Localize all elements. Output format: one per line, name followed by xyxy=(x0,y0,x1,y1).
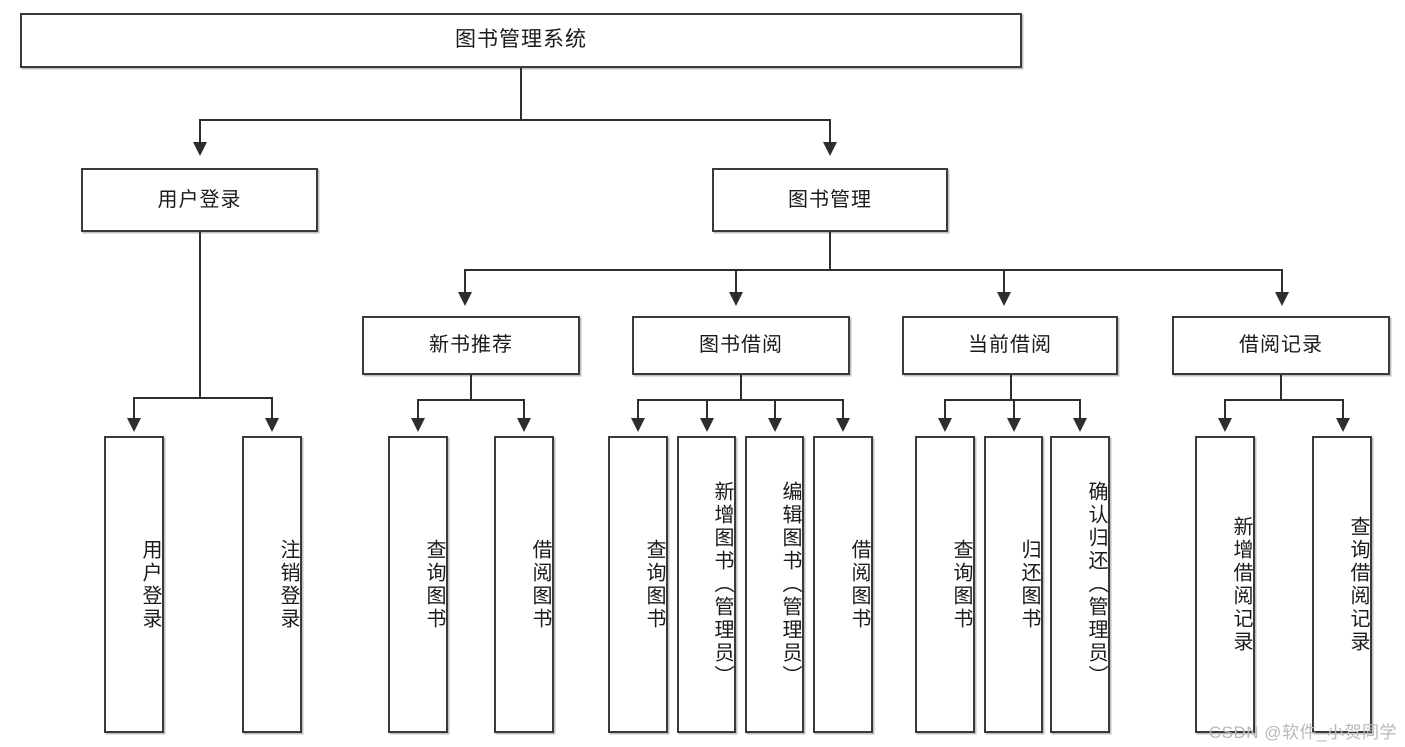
arrow-borrowrecord-leaf-1 xyxy=(1218,418,1232,432)
node-root-system[interactable]: 图书管理系统 xyxy=(20,13,1022,68)
node-label: 借阅图书 xyxy=(848,538,870,631)
node-label: 图书借阅 xyxy=(699,334,783,356)
arrow-bookborrow-leaf-2 xyxy=(700,418,714,432)
arrow-level3-3 xyxy=(997,292,1011,306)
connector-user-login-stem xyxy=(199,232,201,398)
node-borrow-record[interactable]: 借阅记录 xyxy=(1172,316,1390,375)
node-label: 用户登录 xyxy=(139,538,161,631)
arrow-bookborrow-leaf-3 xyxy=(768,418,782,432)
node-label: 新增借阅记录 xyxy=(1230,515,1252,654)
leaf-user-login-2[interactable]: 注销登录 xyxy=(242,436,302,733)
connector-newbook-drop-1 xyxy=(417,399,419,419)
arrow-borrowrecord-leaf-2 xyxy=(1336,418,1350,432)
node-new-book-recommend[interactable]: 新书推荐 xyxy=(362,316,580,375)
connector-to-user-login xyxy=(199,119,201,144)
arrow-level3-1 xyxy=(458,292,472,306)
arrow-to-user-login xyxy=(193,142,207,156)
leaf-current-borrow-2[interactable]: 归还图书 xyxy=(984,436,1043,733)
connector-level3-drop-3 xyxy=(1003,269,1005,294)
arrow-currentborrow-leaf-1 xyxy=(938,418,952,432)
node-label: 编辑图书（管理员） xyxy=(779,481,801,688)
connector-currentborrow-drop-1 xyxy=(944,399,946,419)
connector-root-bus xyxy=(199,119,831,121)
leaf-borrow-record-2[interactable]: 查询借阅记录 xyxy=(1312,436,1372,733)
node-current-borrow[interactable]: 当前借阅 xyxy=(902,316,1118,375)
arrow-currentborrow-leaf-3 xyxy=(1073,418,1087,432)
connector-user-login-drop-1 xyxy=(133,397,135,419)
connector-newbook-stem xyxy=(470,375,472,400)
node-book-borrow[interactable]: 图书借阅 xyxy=(632,316,850,375)
leaf-book-borrow-3[interactable]: 编辑图书（管理员） xyxy=(745,436,804,733)
connector-book-mgmt-stem xyxy=(829,232,831,270)
connector-newbook-bus xyxy=(417,399,523,401)
connector-bookborrow-drop-3 xyxy=(774,399,776,419)
connector-currentborrow-bus xyxy=(944,399,1079,401)
connector-bookborrow-bus xyxy=(637,399,843,401)
arrow-newbook-leaf-2 xyxy=(517,418,531,432)
leaf-new-book-1[interactable]: 查询图书 xyxy=(388,436,448,733)
connector-currentborrow-drop-3 xyxy=(1079,399,1081,419)
node-label: 新增图书（管理员） xyxy=(711,481,733,688)
node-label: 注销登录 xyxy=(277,538,299,631)
connector-user-login-drop-2 xyxy=(271,397,273,419)
node-label: 用户登录 xyxy=(157,188,242,211)
arrow-level3-4 xyxy=(1275,292,1289,306)
node-label: 当前借阅 xyxy=(968,334,1052,356)
arrow-level3-2 xyxy=(729,292,743,306)
connector-currentborrow-drop-2 xyxy=(1013,399,1015,419)
connector-newbook-drop-2 xyxy=(523,399,525,419)
arrow-to-book-mgmt xyxy=(823,142,837,156)
node-label: 借阅图书 xyxy=(529,538,551,631)
arrow-bookborrow-leaf-4 xyxy=(836,418,850,432)
arrow-currentborrow-leaf-2 xyxy=(1007,418,1021,432)
node-label: 查询借阅记录 xyxy=(1347,515,1369,654)
connector-bookborrow-drop-1 xyxy=(637,399,639,419)
node-book-management[interactable]: 图书管理 xyxy=(712,168,948,232)
connector-borrowrecord-stem xyxy=(1280,375,1282,400)
connector-user-login-bus xyxy=(133,397,271,399)
connector-bookborrow-drop-2 xyxy=(706,399,708,419)
leaf-book-borrow-4[interactable]: 借阅图书 xyxy=(813,436,873,733)
connector-to-book-mgmt xyxy=(829,119,831,144)
leaf-book-borrow-2[interactable]: 新增图书（管理员） xyxy=(677,436,736,733)
node-label: 图书管理系统 xyxy=(455,28,587,52)
node-label: 查询图书 xyxy=(643,538,665,631)
connector-borrowrecord-bus xyxy=(1224,399,1342,401)
connector-level3-drop-2 xyxy=(735,269,737,294)
arrow-user-login-leaf-2 xyxy=(265,418,279,432)
arrow-newbook-leaf-1 xyxy=(411,418,425,432)
leaf-current-borrow-3[interactable]: 确认归还（管理员） xyxy=(1050,436,1110,733)
node-user-login[interactable]: 用户登录 xyxy=(81,168,318,232)
arrow-user-login-leaf-1 xyxy=(127,418,141,432)
csdn-watermark: CSDN @软件_小贺同学 xyxy=(1208,723,1397,742)
node-label: 确认归还（管理员） xyxy=(1085,481,1107,688)
connector-level3-bus xyxy=(464,269,1281,271)
connector-level3-drop-1 xyxy=(464,269,466,294)
arrow-bookborrow-leaf-1 xyxy=(631,418,645,432)
node-label: 归还图书 xyxy=(1018,538,1040,631)
connector-borrowrecord-drop-1 xyxy=(1224,399,1226,419)
node-label: 新书推荐 xyxy=(429,334,513,356)
connector-currentborrow-stem xyxy=(1010,375,1012,400)
node-label: 借阅记录 xyxy=(1239,334,1323,356)
node-label: 查询图书 xyxy=(950,538,972,631)
leaf-book-borrow-1[interactable]: 查询图书 xyxy=(608,436,668,733)
leaf-current-borrow-1[interactable]: 查询图书 xyxy=(915,436,975,733)
leaf-new-book-2[interactable]: 借阅图书 xyxy=(494,436,554,733)
leaf-user-login-1[interactable]: 用户登录 xyxy=(104,436,164,733)
connector-bookborrow-drop-4 xyxy=(842,399,844,419)
leaf-borrow-record-1[interactable]: 新增借阅记录 xyxy=(1195,436,1255,733)
connector-borrowrecord-drop-2 xyxy=(1342,399,1344,419)
node-label: 查询图书 xyxy=(423,538,445,631)
connector-level3-drop-4 xyxy=(1281,269,1283,294)
connector-root-stem xyxy=(520,68,522,120)
connector-bookborrow-stem xyxy=(740,375,742,400)
node-label: 图书管理 xyxy=(788,188,872,211)
